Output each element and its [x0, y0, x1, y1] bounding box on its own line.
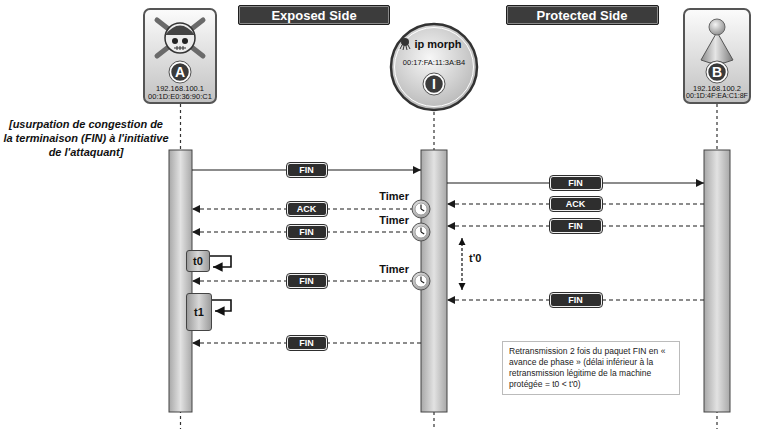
message-label: FIN: [287, 225, 327, 239]
timer-label: Timer: [379, 263, 409, 276]
mac-address: 00:1D:E0:36:90:C1: [148, 92, 212, 101]
side-band-text: Exposed Side: [271, 8, 356, 23]
message-label: FIN: [287, 336, 327, 350]
activation-bar: [169, 150, 730, 412]
host-letter-badge: [423, 73, 445, 95]
message-label: FIN: [550, 293, 602, 307]
octopus-logo: [400, 38, 410, 50]
host-letter: A: [175, 64, 185, 80]
self-arrow: [212, 300, 231, 311]
scenario-caption: [usurpation de congestion de la terminai…: [3, 117, 169, 159]
host-letter: I: [432, 76, 436, 92]
side-band: Exposed Side: [238, 5, 390, 25]
timer-clock: [415, 226, 427, 238]
gateway-circle: ip morph 00:17:FA:11:3A:B4I: [389, 22, 479, 112]
timer-clock: [412, 272, 430, 290]
pirate-icon: [174, 46, 186, 50]
timer-box: t0: [186, 250, 210, 272]
note-box: Retransmission 2 fois du paquet FIN en «…: [502, 341, 680, 395]
message-label: ACK: [287, 202, 327, 216]
self-arrow: [210, 256, 231, 267]
timer-clock: [412, 223, 430, 241]
pirate-icon: [165, 23, 195, 53]
timer-clock: [412, 223, 430, 241]
activation-bar: [704, 150, 730, 412]
product-name: ip morph: [414, 38, 461, 51]
pirate-icon: [157, 20, 203, 56]
activation-bar: [169, 150, 192, 412]
timer-box-text: t0: [193, 255, 203, 267]
host-letter-badge: [423, 73, 445, 95]
timer-clock: [415, 203, 427, 215]
pirate-icon: [182, 38, 188, 44]
octopus-logo: [400, 45, 410, 50]
mac-address: 00:17:FA:11:3A:B4: [403, 58, 465, 67]
message-label: ACK: [550, 197, 602, 211]
timer-clock: [421, 205, 424, 212]
message-label: FIN: [287, 163, 327, 177]
host-letter-badge: [706, 61, 728, 83]
host-letter-badge: [708, 63, 727, 82]
host-box: B 192.168.100.200:1D:4F:EA:C1:8F: [683, 8, 751, 104]
pirate-icon: [157, 20, 203, 56]
message-label: FIN: [550, 219, 602, 233]
ip-address: 192.168.100.2: [693, 84, 741, 93]
mac-address: 00:1D:4F:EA:C1:8F: [686, 92, 748, 101]
host-box: A 192.168.100.100:1D:E0:36:90:C1: [143, 8, 217, 104]
message-label: FIN: [550, 176, 602, 190]
timer-clock: [412, 200, 430, 218]
pirate-icon: [172, 38, 178, 44]
delay-label: t'0: [469, 252, 481, 265]
gateway-shape: [389, 22, 479, 112]
lifeline: [181, 104, 718, 429]
side-band-text: Protected Side: [536, 8, 627, 23]
host-letter-badge: [706, 61, 728, 83]
side-band: Protected Side: [506, 5, 659, 25]
timer-clock: [412, 272, 430, 290]
host-letter-badge: [169, 61, 191, 83]
timer-clock: [421, 277, 424, 284]
message-label: FIN: [287, 274, 327, 288]
gateway-shape: [395, 28, 474, 107]
timer-clock: [415, 275, 427, 287]
octopus-logo: [401, 38, 409, 46]
note-box-text: Retransmission 2 fois du paquet FIN en «…: [509, 346, 673, 390]
ip-address: 192.168.100.1: [156, 84, 204, 93]
self-arrow: [210, 256, 231, 311]
cone-figure: [701, 32, 733, 64]
host-letter-badge: [425, 75, 444, 94]
timer-box: t1: [186, 293, 212, 331]
timer-clock: [421, 228, 424, 235]
timer-box-text: t1: [194, 306, 204, 318]
timer-label: Timer: [379, 214, 409, 227]
pirate-icon: [165, 26, 195, 36]
cone-figure: [701, 19, 733, 64]
host-letter: B: [712, 64, 722, 80]
timer-clock: [412, 200, 430, 218]
host-letter-badge: [169, 61, 191, 83]
pirate-icon: [157, 20, 203, 56]
cone-figure: [709, 19, 725, 35]
gateway-shape: [391, 24, 477, 110]
delay-arrow: [461, 238, 462, 290]
timer-label: Timer: [379, 190, 409, 203]
delay-arrow: [462, 238, 463, 290]
host-letter-badge: [171, 63, 190, 82]
